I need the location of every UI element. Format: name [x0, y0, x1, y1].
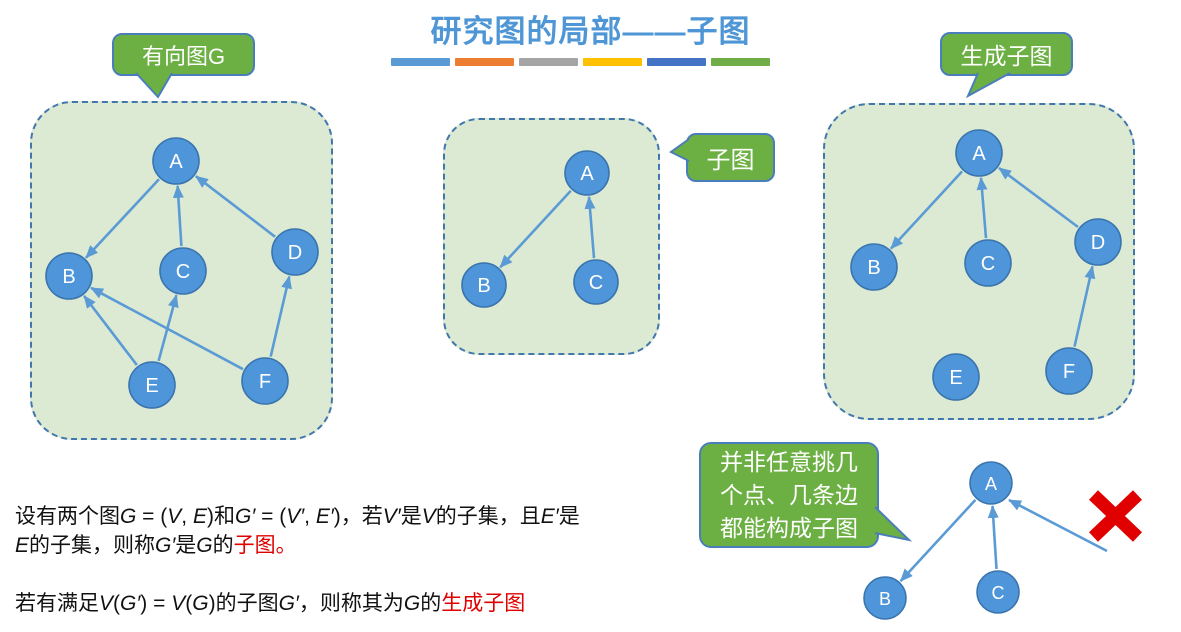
red-cross-icon	[1089, 490, 1142, 542]
callout-tail-directed_graph	[136, 73, 172, 97]
callout-subgraph: 子图	[686, 133, 775, 182]
callout-tail-warning-outline	[874, 506, 913, 542]
definition-text: = (	[255, 505, 287, 528]
definition-subgraph-paragraph: 设有两个图G = (V, E)和G′ = (V′, E′)，若V′是V的子集，且…	[15, 502, 580, 560]
graph-invalid-node-C-label: C	[992, 583, 1005, 603]
callout-tail-warning	[875, 507, 909, 540]
callout-warning-line: 个点、几条边	[720, 481, 858, 508]
graph-invalid: A B C	[863, 461, 1108, 620]
definition-text: V′	[286, 505, 305, 528]
callout-tail-spanning_subgraph-outline	[965, 72, 1011, 99]
callout-spanning-subgraph: 生成子图	[940, 32, 1073, 76]
callout-warning-line: 都能构成子图	[720, 514, 858, 541]
panel-directed-graph	[30, 101, 333, 440]
definition-text: 是	[558, 505, 580, 528]
definition-text: G′	[120, 592, 141, 615]
divider-dash-2	[455, 58, 514, 66]
definition-text: (	[185, 592, 193, 615]
definition-text: ,	[181, 505, 193, 528]
highlight-red-text: 生成子图	[441, 592, 526, 615]
definition-text: 若有满足	[15, 592, 99, 615]
definition-text: E′	[315, 505, 334, 528]
panel-subgraph	[443, 118, 660, 355]
graph-invalid-node-B-label: B	[879, 589, 891, 609]
graph-invalid-edge-A-B	[899, 499, 977, 582]
definition-spanning-subgraph-paragraph: 若有满足V(G′) = V(G)的子图G′，则称其为G的生成子图	[15, 589, 525, 618]
definition-text: V	[167, 505, 182, 528]
callout-spanning-subgraph-label: 生成子图	[960, 43, 1053, 69]
graph-invalid-node-A: A	[969, 461, 1013, 505]
panel-spanning-subgraph	[823, 103, 1135, 420]
definition-line: 设有两个图G = (V, E)和G′ = (V′, E′)，若V′是V的子集，且…	[15, 502, 580, 531]
definition-text: 的子集，则称	[29, 534, 156, 557]
definition-text: G	[192, 592, 209, 615]
definition-text: 的子集，且	[435, 505, 541, 528]
definition-text: 的	[420, 592, 442, 615]
graph-invalid-edge-C-A	[987, 505, 999, 570]
callout-warning: 并非任意挑几 个点、几条边 都能构成子图	[699, 442, 879, 548]
definition-text: (	[113, 592, 121, 615]
definition-text: G	[120, 505, 137, 528]
definition-text: V	[421, 505, 436, 528]
page-title: 研究图的局部——子图	[430, 14, 751, 49]
definition-text: V	[99, 592, 114, 615]
definition-text: )和	[206, 505, 235, 528]
callout-directed-graph-label: 有向图G	[141, 43, 226, 69]
definition-text: G	[196, 534, 213, 557]
callout-tail-spanning_subgraph	[968, 73, 1010, 96]
definition-text: V	[171, 592, 186, 615]
graph-invalid-node-A-label: A	[985, 474, 997, 494]
definition-text: 是	[175, 534, 197, 557]
definition-text: V′	[382, 505, 401, 528]
definition-text: = (	[136, 505, 168, 528]
definition-text: 是	[400, 505, 422, 528]
definition-text: 设有两个图	[15, 505, 120, 528]
definition-text: G′	[155, 534, 176, 557]
definition-text: G′	[278, 592, 299, 615]
definition-text: ，则称其为	[298, 592, 404, 615]
divider-dash-3	[519, 58, 578, 66]
divider-dash-4	[583, 58, 642, 66]
definition-text: )的子图	[208, 592, 279, 615]
definition-text: E	[192, 505, 207, 528]
highlight-red-text: 子图。	[233, 534, 297, 557]
callout-warning-line: 并非任意挑几	[720, 448, 858, 475]
callout-subgraph-label: 子图	[706, 147, 755, 174]
divider-dash-6	[711, 58, 770, 66]
callout-tail-directed_graph-outline	[135, 72, 173, 99]
definition-text: )，若	[333, 505, 383, 528]
title-divider	[391, 58, 770, 66]
definition-text: ,	[304, 505, 316, 528]
graph-invalid-node-B: B	[863, 576, 907, 620]
graph-invalid-node-C: C	[976, 570, 1020, 614]
definition-text: G′	[234, 505, 256, 528]
graph-invalid-dangling-edge	[1008, 498, 1108, 553]
divider-dash-1	[391, 58, 450, 66]
callout-directed-graph: 有向图G	[112, 33, 255, 76]
definition-text: G	[403, 592, 421, 615]
definition-line: E的子集，则称G′是G的子图。	[15, 531, 580, 560]
definition-text: ) =	[140, 592, 172, 615]
definition-text: E	[15, 534, 30, 557]
divider-dash-5	[647, 58, 706, 66]
definition-text: 的	[212, 534, 234, 557]
definition-text: E′	[540, 505, 559, 528]
